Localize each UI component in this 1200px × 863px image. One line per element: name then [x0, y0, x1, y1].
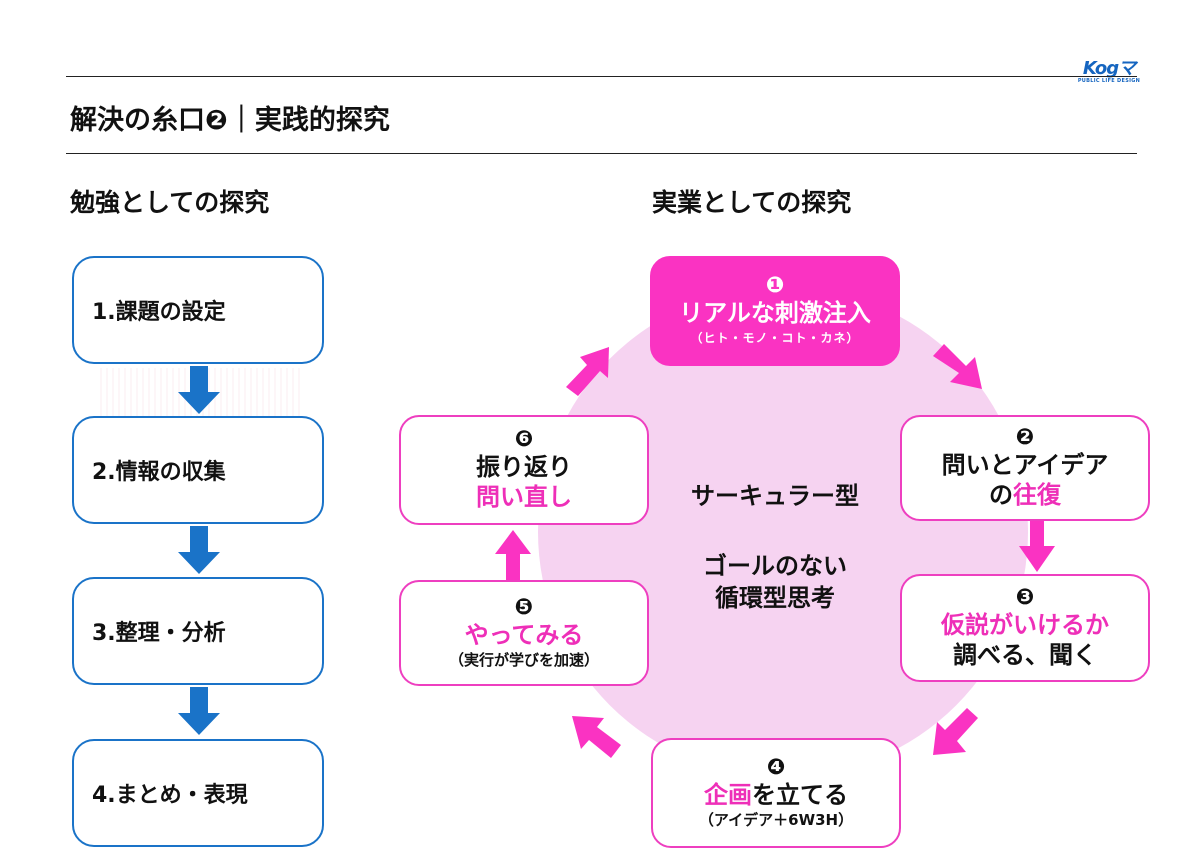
- center-line-2: ゴールのない: [703, 552, 847, 580]
- cycle-step-2: ❷ 問いとアイデア の往復: [900, 415, 1150, 521]
- step-number-badge: ❷: [1015, 425, 1035, 450]
- step-main-highlight: 仮説がいけるか: [941, 611, 1109, 639]
- arrow-5-to-6-icon: [495, 530, 531, 580]
- step-label: 4.まとめ・表現: [92, 783, 248, 808]
- study-step-2: 2.情報の収集: [72, 416, 324, 524]
- step-number-badge: ❶: [765, 273, 785, 298]
- center-line-1: サーキュラー型: [691, 482, 859, 510]
- right-section-title: 実業としての探究: [652, 188, 852, 217]
- title-divider: [66, 153, 1137, 154]
- study-step-1: 1.課題の設定: [72, 256, 324, 364]
- study-step-3: 3.整理・分析: [72, 577, 324, 685]
- step-main-highlight: 問い直し: [476, 483, 572, 511]
- text-plain: を立てる: [752, 781, 848, 809]
- step-label: 1.課題の設定: [92, 300, 226, 325]
- cycle-step-6: ❻ 振り返り 問い直し: [399, 415, 649, 525]
- arrow-4-to-5-icon: [572, 716, 621, 758]
- text-highlight: 往復: [1013, 481, 1061, 509]
- down-arrow-icon: [178, 687, 220, 735]
- logo-mark: Kogマ: [1082, 58, 1136, 79]
- step-label: 2.情報の収集: [92, 460, 226, 485]
- step-main-text-2: の往復: [989, 480, 1061, 510]
- page-title: 解決の糸口❷｜実践的探究: [70, 105, 390, 136]
- step-main-text: 振り返り: [476, 453, 572, 481]
- step-main-highlight: やってみる: [464, 621, 584, 649]
- cycle-center-caption: サーキュラー型 ゴールのない 循環型思考: [660, 480, 890, 614]
- cycle-step-4: ❹ 企画を立てる （アイデア＋6W3H）: [651, 738, 901, 848]
- logo: Kogマ PUBLIC LIFE DESIGN: [1074, 60, 1144, 90]
- step-sub-text: （アイデア＋6W3H）: [698, 811, 854, 829]
- arrow-2-to-3-icon: [1019, 520, 1055, 572]
- cycle-step-1: ❶ リアルな刺激注入 （ヒト・モノ・コト・カネ）: [650, 256, 900, 366]
- logo-tagline: PUBLIC LIFE DESIGN: [1077, 78, 1141, 84]
- down-arrow-icon: [178, 526, 220, 574]
- step-main-text: リアルな刺激注入: [679, 299, 871, 327]
- step-sub-text: （実行が学びを加速）: [448, 651, 599, 669]
- step-main-text: 問いとアイデア: [941, 451, 1109, 479]
- cycle-background-circle: [538, 287, 1028, 777]
- step-number-badge: ❸: [1015, 585, 1035, 610]
- step-main-text: 企画を立てる: [704, 780, 848, 810]
- cycle-step-5: ❺ やってみる （実行が学びを加速）: [399, 580, 649, 686]
- step-number-badge: ❹: [766, 755, 786, 780]
- step-label: 3.整理・分析: [92, 621, 226, 646]
- arrow-3-to-4-icon: [933, 708, 978, 755]
- down-arrow-icon: [178, 366, 220, 414]
- arrow-6-to-1-icon: [566, 347, 609, 396]
- cycle-step-3: ❸ 仮説がいけるか 調べる、聞く: [900, 574, 1150, 682]
- arrow-1-to-2-icon: [933, 344, 982, 389]
- step-number-badge: ❻: [514, 427, 534, 452]
- step-main-text: 調べる、聞く: [953, 641, 1097, 669]
- text-highlight: 企画: [704, 781, 752, 809]
- step-sub-text: （ヒト・モノ・コト・カネ）: [690, 331, 860, 345]
- study-step-4: 4.まとめ・表現: [72, 739, 324, 847]
- left-section-title: 勉強としての探究: [70, 188, 270, 217]
- text-plain: の: [989, 481, 1013, 509]
- top-divider: [66, 76, 1137, 77]
- center-line-3: 循環型思考: [715, 584, 835, 612]
- step-number-badge: ❺: [514, 595, 534, 620]
